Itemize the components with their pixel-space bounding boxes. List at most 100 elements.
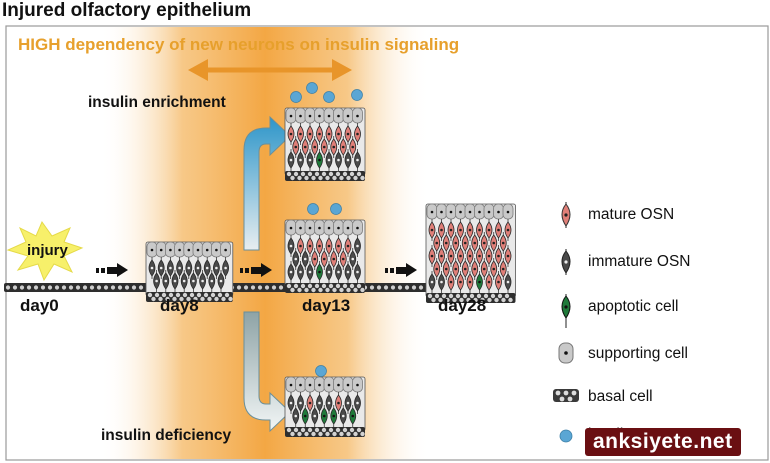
epithelium-day13 [284,203,366,293]
mature-osn [306,235,314,257]
mature-osn [452,232,460,254]
insulin-particle [307,203,319,215]
day-label: day8 [160,296,199,315]
immature-osn [199,270,206,292]
epithelium-day28 [425,203,516,303]
legend-label: supporting cell [588,345,688,362]
legend-label: immature OSN [588,253,691,270]
mature-osn [499,232,507,254]
immature-osn [203,257,211,279]
supporting-cell [333,107,344,124]
mature-osn [490,232,498,254]
immature-osn [297,392,304,414]
supporting-cell [192,241,204,258]
immature-osn [344,261,352,283]
mature-osn [471,258,479,280]
apoptotic-cell [330,405,338,427]
mature-osn [485,271,493,293]
immature-osn [208,270,216,292]
supporting-cell [295,107,306,124]
immature-osn [504,271,512,293]
supporting-cell [183,241,195,258]
mature-osn [354,123,361,145]
mature-osn [452,258,460,280]
supporting-cell [285,219,297,236]
day-label: day28 [438,296,487,315]
supporting-cell [333,376,344,393]
mature-osn [306,123,314,145]
immature-osn [292,405,300,427]
progress-arrow-2 [240,263,272,277]
supporting-cell [426,203,438,220]
mature-osn [476,245,483,267]
epithelium-day8 [145,241,234,302]
mature-osn [433,232,441,254]
insulin-deficiency-label: insulin deficiency [101,427,232,444]
mature-osn [447,219,455,241]
mature-osn [297,235,304,257]
legend-label: mature OSN [588,206,675,223]
supporting-cell [352,376,363,393]
mature-osn [457,245,464,267]
mature-osn [461,258,469,280]
mature-osn [442,258,450,280]
immature-osn [354,392,361,414]
progress-arrow-3 [385,263,417,277]
supporting-cell [352,219,363,236]
immature-osn [354,149,361,171]
mature-osn [339,248,347,270]
mature-osn [447,245,455,267]
mature-osn [335,392,342,414]
mature-osn [480,232,488,254]
immature-osn [306,149,314,171]
supporting-cell [174,241,186,258]
immature-osn [222,257,229,279]
supporting-cell [201,241,213,258]
immature-osn [176,257,183,279]
insulin-particle [351,89,363,101]
apoptotic-cell [316,149,323,171]
mature-osn [301,136,309,158]
supporting-cell-icon [558,342,574,364]
supporting-cell [502,203,514,220]
mature-osn [335,123,342,145]
mature-osn [428,245,436,267]
legend-label: apoptotic cell [588,298,679,315]
immature-osn [344,149,352,171]
insulin-particle [315,365,327,377]
mature-osn [344,123,352,145]
day-label: day0 [20,296,59,315]
apoptotic-cell [316,261,323,283]
supporting-cell [314,107,325,124]
immature-osn [148,257,156,279]
supporting-cell [323,376,335,393]
immature-osn [335,149,342,171]
mature-osn [292,136,300,158]
mature-osn [466,245,474,267]
immature-osn [287,235,295,257]
mature-osn [495,245,502,267]
mature-osn [490,258,498,280]
mature-osn [485,245,493,267]
mature-osn [438,245,445,267]
injury-burst-icon [6,220,84,282]
immature-osn [311,405,319,427]
mature-osn [504,219,512,241]
apoptotic-cell-icon [561,294,571,328]
supporting-cell [314,376,325,393]
supporting-cell [285,107,297,124]
mature-osn [320,248,328,270]
mature-osn [471,232,479,254]
apoptotic-cell [349,405,357,427]
supporting-cell [455,203,466,220]
insulin-enrichment-label: insulin enrichment [88,94,226,111]
mature-osn [447,271,455,293]
immature-osn [339,405,347,427]
supporting-cell [342,376,354,393]
immature-osn [194,257,202,279]
supporting-cell [352,107,363,124]
immature-osn [438,271,445,293]
mature-osn [311,248,319,270]
